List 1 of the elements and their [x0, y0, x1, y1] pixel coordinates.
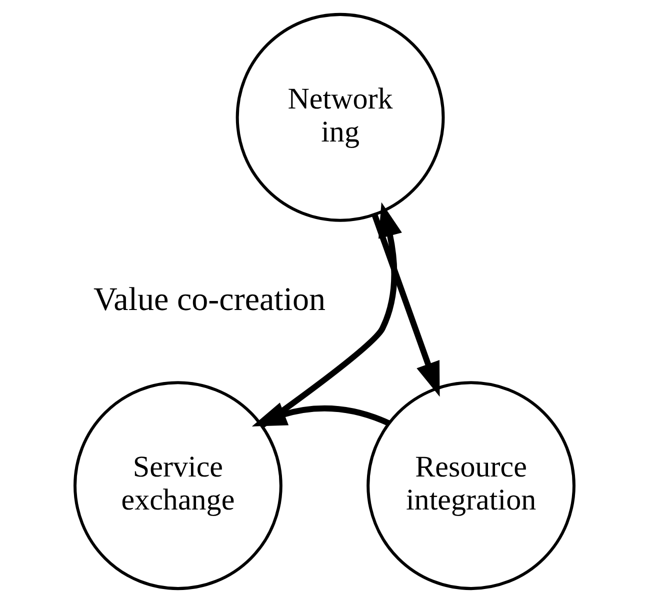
label: Value co-creation	[92, 282, 326, 318]
